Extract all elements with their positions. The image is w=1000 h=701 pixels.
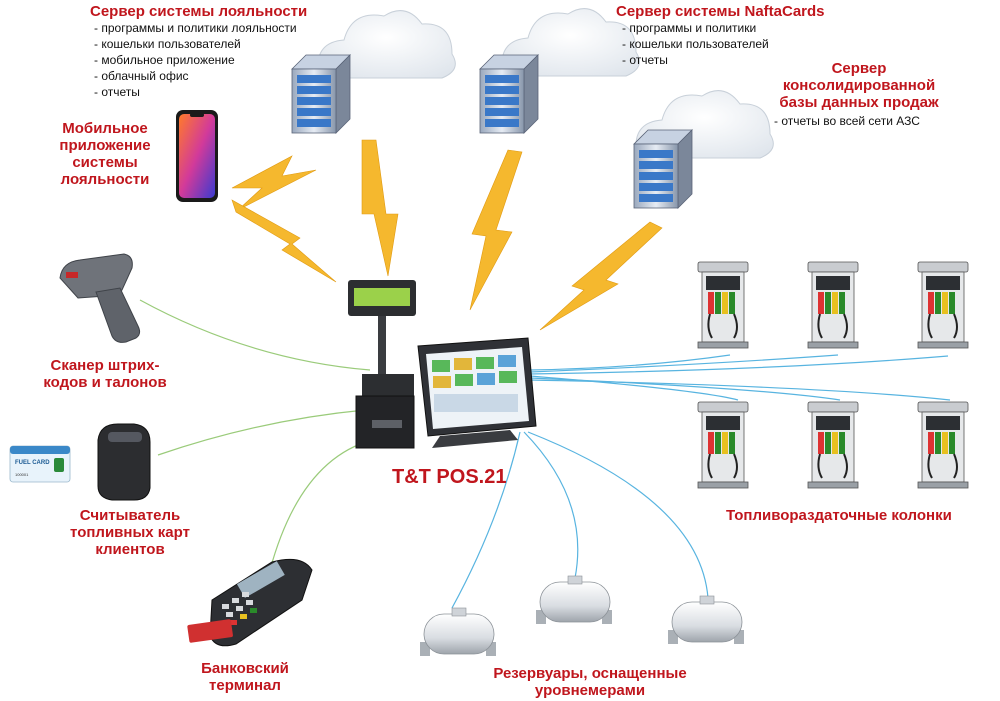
bank-terminal-line: терминал	[209, 677, 281, 694]
loyalty-item: программы и политики лояльности	[94, 20, 307, 36]
card-reader-line: клиентов	[95, 541, 165, 558]
fuel-links	[451, 354, 951, 609]
fuel-tank-icon	[535, 575, 613, 625]
dispensers-label: Топливораздаточные колонки	[726, 507, 952, 524]
card-reader-line: Считыватель	[79, 507, 181, 524]
fuel-dispenser-icon	[697, 261, 749, 349]
pos-terminal-icon	[348, 280, 537, 449]
tanks-line: Резервуары, оснащенные	[493, 665, 687, 682]
pos-screen-tiles	[432, 355, 518, 412]
fuel-tank-icon	[419, 607, 497, 657]
scanner-line: кодов и талонов	[43, 374, 167, 391]
card-reader-line: топливных карт	[70, 524, 190, 541]
tanks-line: уровнемерами	[534, 682, 646, 699]
lightning-consolidated-icon	[539, 221, 663, 331]
lightning-naftacards-icon	[469, 149, 523, 311]
mobile-app-label: Мобильное приложение системы лояльности	[40, 120, 170, 188]
loyalty-server-title: Сервер системы лояльности	[90, 3, 308, 20]
scanner-label: Сканер штрих- кодов и талонов	[30, 357, 180, 391]
consolidated-title-line: Сервер	[831, 60, 887, 77]
naftacards-server-items: программы и политики кошельки пользовате…	[622, 20, 825, 68]
naftacards-server-title: Сервер системы NaftaCards	[616, 3, 825, 20]
fuel-tank-icon	[667, 595, 745, 645]
consolidated-item: отчеты во всей сети АЗС	[774, 113, 954, 129]
lightning-loyalty-icon	[361, 139, 399, 277]
scanner-line: Сканер штрих-	[50, 357, 160, 374]
fuel-card-icon: FUEL CARD 100001	[9, 445, 71, 483]
consolidated-server-items: отчеты во всей сети АЗС	[774, 113, 954, 129]
lightning-phone-icon	[231, 155, 317, 211]
loyalty-server-label: Сервер системы лояльности программы и по…	[90, 3, 307, 100]
mobile-app-line: Мобильное	[62, 120, 148, 137]
pos-label: T&T POS.21	[392, 466, 507, 488]
consolidated-server-title: Сервер консолидированной базы данных про…	[764, 60, 954, 111]
loyalty-item: облачный офис	[94, 68, 307, 84]
fuel-dispenser-icon	[807, 401, 859, 489]
naftacards-server-icon	[479, 54, 539, 134]
loyalty-item: мобильное приложение	[94, 52, 307, 68]
loyalty-server-items: программы и политики лояльности кошельки…	[94, 20, 307, 100]
consolidated-server-icon	[633, 129, 693, 209]
mobile-app-line: системы	[72, 154, 138, 171]
loyalty-item: кошельки пользователей	[94, 36, 307, 52]
consolidated-title-line: базы данных продаж	[779, 94, 939, 111]
fuel-dispenser-icon	[917, 261, 969, 349]
fuel-dispenser-icon	[807, 261, 859, 349]
card-reader-icon	[97, 423, 151, 501]
bank-terminal-label: Банковский терминал	[180, 660, 310, 694]
card-reader-label: Считыватель топливных карт клиентов	[50, 507, 210, 558]
consolidated-server-label: Сервер консолидированной базы данных про…	[764, 60, 954, 129]
naftacards-item: программы и политики	[622, 20, 825, 36]
fuel-dispenser-icon	[697, 401, 749, 489]
fuel-card-text: FUEL CARD	[15, 460, 50, 466]
naftacards-item: отчеты	[622, 52, 825, 68]
consolidated-title-line: консолидированной	[782, 77, 936, 94]
bank-terminal-icon	[187, 558, 313, 647]
fuel-card-number: 100001	[15, 472, 29, 477]
fuel-dispenser-icon	[917, 401, 969, 489]
mobile-app-line: лояльности	[60, 171, 150, 188]
tanks-label: Резервуары, оснащенные уровнемерами	[470, 665, 710, 699]
naftacards-item: кошельки пользователей	[622, 36, 825, 52]
bank-terminal-line: Банковский	[201, 660, 289, 677]
loyalty-item: отчеты	[94, 84, 307, 100]
mobile-phone-icon	[176, 110, 218, 202]
lightning-pos-left-icon	[231, 199, 337, 283]
mobile-app-line: приложение	[59, 137, 151, 154]
barcode-scanner-icon	[59, 253, 141, 343]
naftacards-server-label: Сервер системы NaftaCards программы и по…	[616, 3, 825, 68]
wireless-links	[231, 139, 663, 331]
